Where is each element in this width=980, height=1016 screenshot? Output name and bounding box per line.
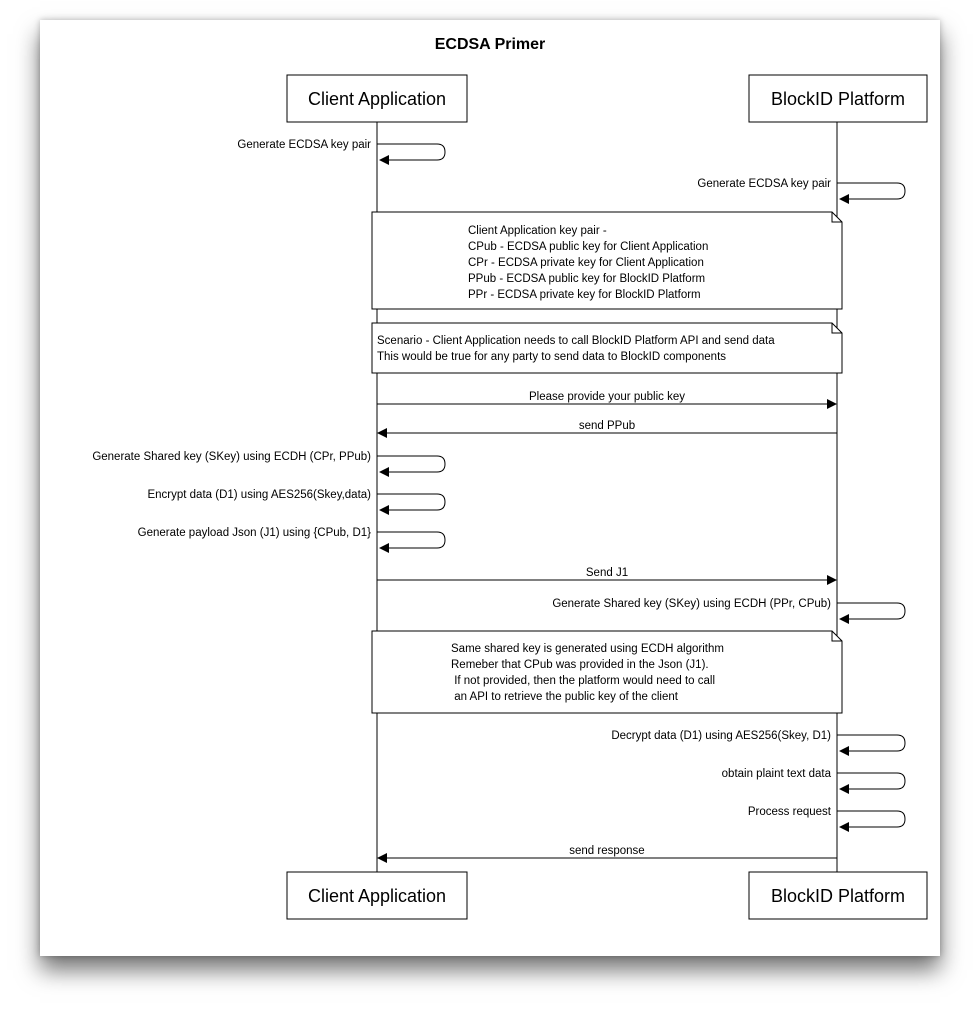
message-label: Decrypt data (D1) using AES256(Skey, D1) [611, 730, 831, 742]
participant-client-bottom-label: Client Application [308, 886, 446, 906]
participant-platform-bottom[interactable]: BlockID Platform [748, 871, 928, 920]
diagram-title: ECDSA Primer [435, 36, 546, 53]
note-scenario-line: This would be true for any party to send… [377, 351, 726, 363]
participant-platform-top-label: BlockID Platform [771, 89, 905, 109]
svg-text:Same shared key is generated u: Same shared key is generated using ECDH … [451, 643, 727, 703]
message-label: Generate ECDSA key pair [697, 178, 831, 190]
self-message-plaintext: obtain plaint text data [722, 768, 906, 794]
message-send-j1: Send J1 [377, 567, 837, 585]
self-message-platform-keypair: Generate ECDSA key pair [697, 178, 906, 204]
self-message-decrypt: Decrypt data (D1) using AES256(Skey, D1) [611, 730, 906, 756]
diagram-sheet: ECDSA Primer Client Application BlockID … [40, 20, 940, 956]
message-label: Encrypt data (D1) using AES256(Skey,data… [147, 489, 371, 501]
message-request-pubkey: Please provide your public key [377, 391, 837, 409]
sequence-diagram: ECDSA Primer Client Application BlockID … [92, 36, 928, 920]
note-keys-line: CPr - ECDSA private key for Client Appli… [468, 257, 704, 269]
participant-client-top-label: Client Application [308, 89, 446, 109]
self-message-encrypt: Encrypt data (D1) using AES256(Skey,data… [147, 489, 446, 515]
participant-platform-bottom-label: BlockID Platform [771, 886, 905, 906]
self-message-platform-shared-key: Generate Shared key (SKey) using ECDH (P… [552, 598, 906, 624]
message-send-response: send response [377, 845, 837, 863]
participant-platform-top[interactable]: BlockID Platform [748, 74, 928, 123]
message-label: Generate payload Json (J1) using {CPub, … [138, 527, 371, 539]
note-keys: Client Application key pair - CPub - ECD… [371, 211, 843, 310]
note-scenario: Scenario - Client Application needs to c… [371, 322, 843, 374]
message-label: Generate Shared key (SKey) using ECDH (C… [92, 451, 371, 463]
self-message-client-shared-key: Generate Shared key (SKey) using ECDH (C… [92, 451, 446, 477]
note-shared-line: Remeber that CPub was provided in the Js… [451, 659, 709, 671]
svg-text:Scenario - Client Application: Scenario - Client Application needs to c… [377, 335, 778, 363]
self-message-process: Process request [748, 806, 906, 832]
note-keys-line: Client Application key pair - [468, 225, 607, 237]
note-keys-line: PPub - ECDSA public key for BlockID Plat… [468, 273, 705, 285]
message-label: send response [569, 845, 644, 857]
self-message-payload: Generate payload Json (J1) using {CPub, … [138, 527, 446, 553]
message-label: Please provide your public key [529, 391, 685, 403]
note-shared-line: an API to retrieve the public key of the… [451, 691, 679, 703]
self-message-client-keypair: Generate ECDSA key pair [237, 139, 446, 165]
message-label: obtain plaint text data [722, 768, 832, 780]
note-keys-line: PPr - ECDSA private key for BlockID Plat… [468, 289, 701, 301]
message-label: Send J1 [586, 567, 628, 579]
note-scenario-line: Scenario - Client Application needs to c… [377, 335, 775, 347]
message-send-ppub: send PPub [377, 420, 837, 438]
note-shared-key: Same shared key is generated using ECDH … [371, 630, 843, 714]
note-shared-line: If not provided, then the platform would… [451, 675, 715, 687]
message-label: Generate ECDSA key pair [237, 139, 371, 151]
note-shared-line: Same shared key is generated using ECDH … [451, 643, 724, 655]
svg-text:Client Application key pair -: Client Application key pair - CPub - ECD… [468, 225, 712, 301]
message-label: Process request [748, 806, 832, 818]
note-keys-line: CPub - ECDSA public key for Client Appli… [468, 241, 708, 253]
message-label: send PPub [579, 420, 635, 432]
message-label: Generate Shared key (SKey) using ECDH (P… [552, 598, 831, 610]
participant-client-top[interactable]: Client Application [286, 74, 468, 123]
participant-client-bottom[interactable]: Client Application [286, 871, 468, 920]
